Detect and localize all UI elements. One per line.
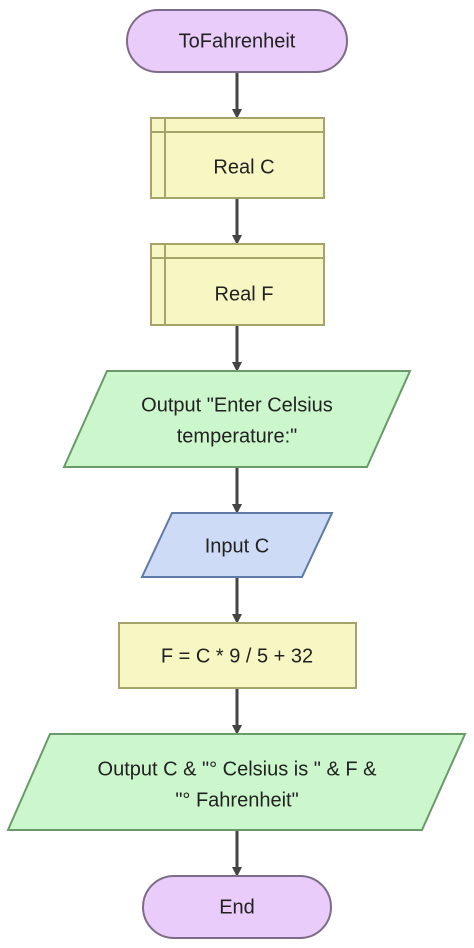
declare-f-label: Real F (215, 283, 274, 305)
output-prompt-box: Output "Enter Celsius temperature:" (62, 370, 412, 468)
output-prompt-line1: Output "Enter Celsius (141, 394, 333, 416)
output-result-box: Output C & "° Celsius is " & F & "° Fahr… (6, 733, 467, 831)
assign-f-label: F = C * 9 / 5 + 32 (161, 645, 313, 667)
declare-c-box: Real C (150, 117, 325, 199)
output-prompt-line2: temperature:" (177, 425, 298, 447)
assign-f-box: F = C * 9 / 5 + 32 (118, 622, 357, 689)
start-terminal: ToFahrenheit (126, 9, 348, 73)
output-result-line1: Output C & "° Celsius is " & F & (98, 758, 378, 780)
input-c-label: Input C (205, 535, 269, 557)
end-terminal: End (142, 875, 332, 939)
start-label: ToFahrenheit (179, 30, 296, 52)
declare-f-box: Real F (150, 243, 325, 326)
declare-c-label: Real C (213, 156, 274, 178)
input-c-box: Input C (140, 512, 334, 578)
end-label: End (219, 896, 255, 918)
output-result-line2: "° Fahrenheit" (175, 789, 298, 811)
